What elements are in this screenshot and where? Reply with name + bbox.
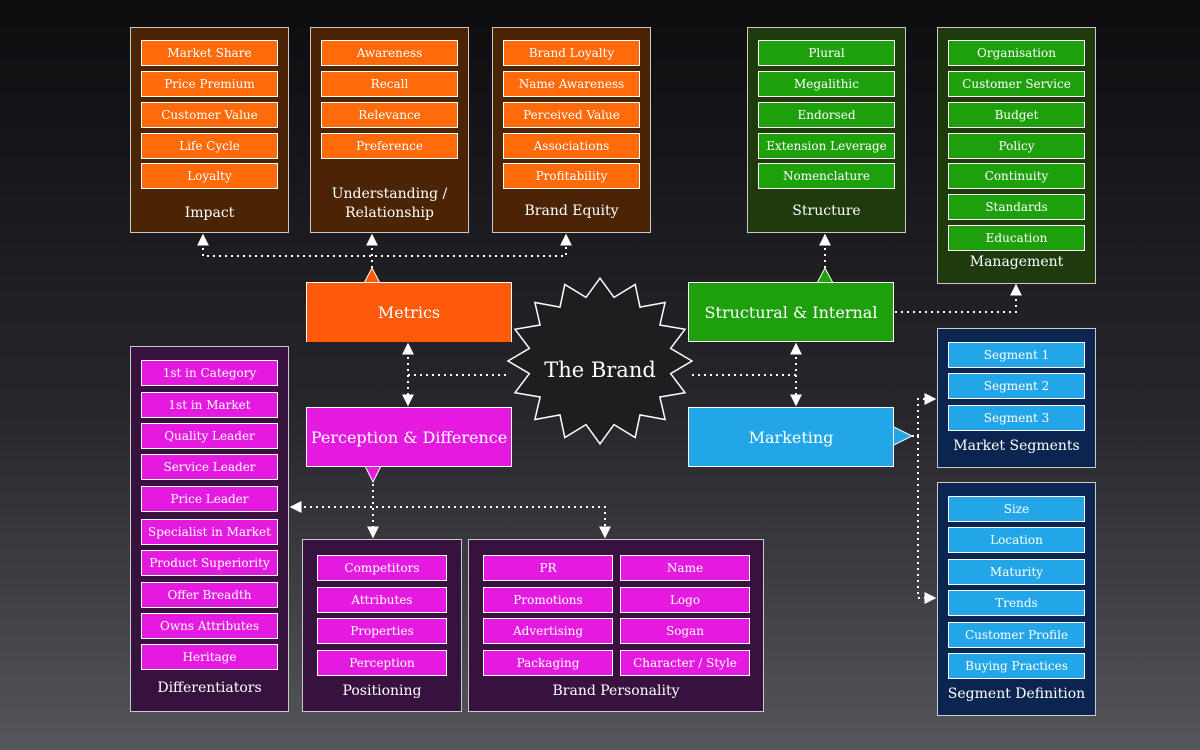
- segment-definition-group: Size Location Maturity Trends Customer P…: [937, 482, 1096, 716]
- list-item[interactable]: Price Premium: [141, 71, 278, 97]
- list-item[interactable]: Segment 2: [948, 373, 1085, 399]
- metrics-tail: [363, 266, 381, 284]
- structure-group: Plural Megalithic Endorsed Extension Lev…: [747, 27, 906, 233]
- list-item[interactable]: Market Share: [141, 40, 278, 66]
- structural-internal-hub[interactable]: Structural & Internal: [688, 282, 894, 342]
- list-item[interactable]: Plural: [758, 40, 895, 66]
- list-item[interactable]: Policy: [948, 133, 1085, 159]
- list-item[interactable]: Segment 1: [948, 342, 1085, 368]
- list-item[interactable]: Competitors: [317, 555, 447, 581]
- list-item[interactable]: Owns Attributes: [141, 613, 278, 639]
- understanding-caption-line2: Relationship: [345, 205, 434, 221]
- list-item[interactable]: Megalithic: [758, 71, 895, 97]
- metrics-hub[interactable]: Metrics: [306, 282, 512, 342]
- list-item[interactable]: Extension Leverage: [758, 133, 895, 159]
- connector-marketing-segments: [912, 393, 937, 437]
- structural-tail: [816, 266, 834, 284]
- list-item[interactable]: 1st in Category: [141, 360, 278, 386]
- list-item[interactable]: Size: [948, 496, 1085, 522]
- list-item[interactable]: Brand Loyalty: [503, 40, 640, 66]
- list-item[interactable]: Customer Service: [948, 71, 1085, 97]
- perception-tail: [364, 465, 382, 484]
- list-item[interactable]: Recall: [321, 71, 458, 97]
- list-item[interactable]: Segment 3: [948, 405, 1085, 431]
- list-item[interactable]: Budget: [948, 102, 1085, 128]
- list-item[interactable]: Properties: [317, 618, 447, 644]
- list-item[interactable]: Character / Style: [620, 650, 750, 676]
- list-item[interactable]: Price Leader: [141, 486, 278, 512]
- market-segments-group: Segment 1 Segment 2 Segment 3 Market Seg…: [937, 328, 1096, 468]
- positioning-caption: Positioning: [342, 683, 422, 699]
- list-item[interactable]: Relevance: [321, 102, 458, 128]
- list-item[interactable]: Buying Practices: [948, 653, 1085, 679]
- marketing-hub[interactable]: Marketing: [688, 407, 894, 467]
- list-item[interactable]: Heritage: [141, 644, 278, 670]
- list-item[interactable]: Trends: [948, 590, 1085, 616]
- list-item[interactable]: Customer Profile: [948, 622, 1085, 648]
- management-group: Organisation Customer Service Budget Pol…: [937, 27, 1096, 284]
- list-item[interactable]: Name: [620, 555, 750, 581]
- positioning-group: Competitors Attributes Properties Percep…: [302, 539, 462, 712]
- brand-equity-caption: Brand Equity: [524, 203, 619, 219]
- brand-equity-group: Brand Loyalty Name Awareness Perceived V…: [492, 27, 651, 233]
- brand-personality-group: PR Promotions Advertising Packaging Name…: [468, 539, 764, 712]
- connector-marketing-definition: [917, 436, 937, 604]
- understanding-group: Awareness Recall Relevance Preference Un…: [310, 27, 469, 233]
- list-item[interactable]: Organisation: [948, 40, 1085, 66]
- marketing-tail: [891, 425, 914, 447]
- list-item[interactable]: Advertising: [483, 618, 613, 644]
- list-item[interactable]: Customer Value: [141, 102, 278, 128]
- list-item[interactable]: Profitability: [503, 163, 640, 189]
- list-item[interactable]: Packaging: [483, 650, 613, 676]
- impact-group: Market Share Price Premium Customer Valu…: [130, 27, 289, 233]
- connector-perception-bottom: [289, 501, 611, 539]
- connector-metrics-groups: [197, 233, 572, 257]
- list-item[interactable]: Maturity: [948, 559, 1085, 585]
- brand-personality-caption: Brand Personality: [552, 683, 680, 699]
- structure-caption: Structure: [792, 203, 861, 219]
- list-item[interactable]: Perception: [317, 650, 447, 676]
- segment-definition-caption: Segment Definition: [947, 686, 1086, 702]
- list-item[interactable]: Promotions: [483, 587, 613, 613]
- brand-starburst: [506, 276, 694, 446]
- list-item[interactable]: Name Awareness: [503, 71, 640, 97]
- list-item[interactable]: Associations: [503, 133, 640, 159]
- list-item[interactable]: Offer Breadth: [141, 582, 278, 608]
- list-item[interactable]: Education: [948, 225, 1085, 251]
- impact-caption: Impact: [184, 205, 235, 221]
- differentiators-group: 1st in Category 1st in Market Quality Le…: [130, 346, 289, 712]
- list-item[interactable]: Product Superiority: [141, 550, 278, 576]
- management-caption: Management: [969, 254, 1064, 270]
- perception-difference-hub[interactable]: Perception & Difference: [306, 407, 512, 467]
- list-item[interactable]: Specialist in Market: [141, 519, 278, 545]
- connector-structural-management: [895, 283, 1022, 313]
- differentiators-caption: Differentiators: [157, 680, 262, 696]
- list-item[interactable]: Nomenclature: [758, 163, 895, 189]
- list-item[interactable]: Sogan: [620, 618, 750, 644]
- list-item[interactable]: Location: [948, 527, 1085, 553]
- list-item[interactable]: Awareness: [321, 40, 458, 66]
- list-item[interactable]: Preference: [321, 133, 458, 159]
- list-item[interactable]: Loyalty: [141, 163, 278, 189]
- list-item[interactable]: Logo: [620, 587, 750, 613]
- the-brand-label: The Brand: [544, 358, 656, 382]
- list-item[interactable]: PR: [483, 555, 613, 581]
- list-item[interactable]: Quality Leader: [141, 423, 278, 449]
- list-item[interactable]: 1st in Market: [141, 392, 278, 418]
- list-item[interactable]: Standards: [948, 194, 1085, 220]
- list-item[interactable]: Continuity: [948, 163, 1085, 189]
- list-item[interactable]: Life Cycle: [141, 133, 278, 159]
- understanding-caption-line1: Understanding /: [331, 186, 448, 202]
- list-item[interactable]: Service Leader: [141, 454, 278, 480]
- list-item[interactable]: Attributes: [317, 587, 447, 613]
- list-item[interactable]: Perceived Value: [503, 102, 640, 128]
- list-item[interactable]: Endorsed: [758, 102, 895, 128]
- market-segments-caption: Market Segments: [953, 438, 1080, 454]
